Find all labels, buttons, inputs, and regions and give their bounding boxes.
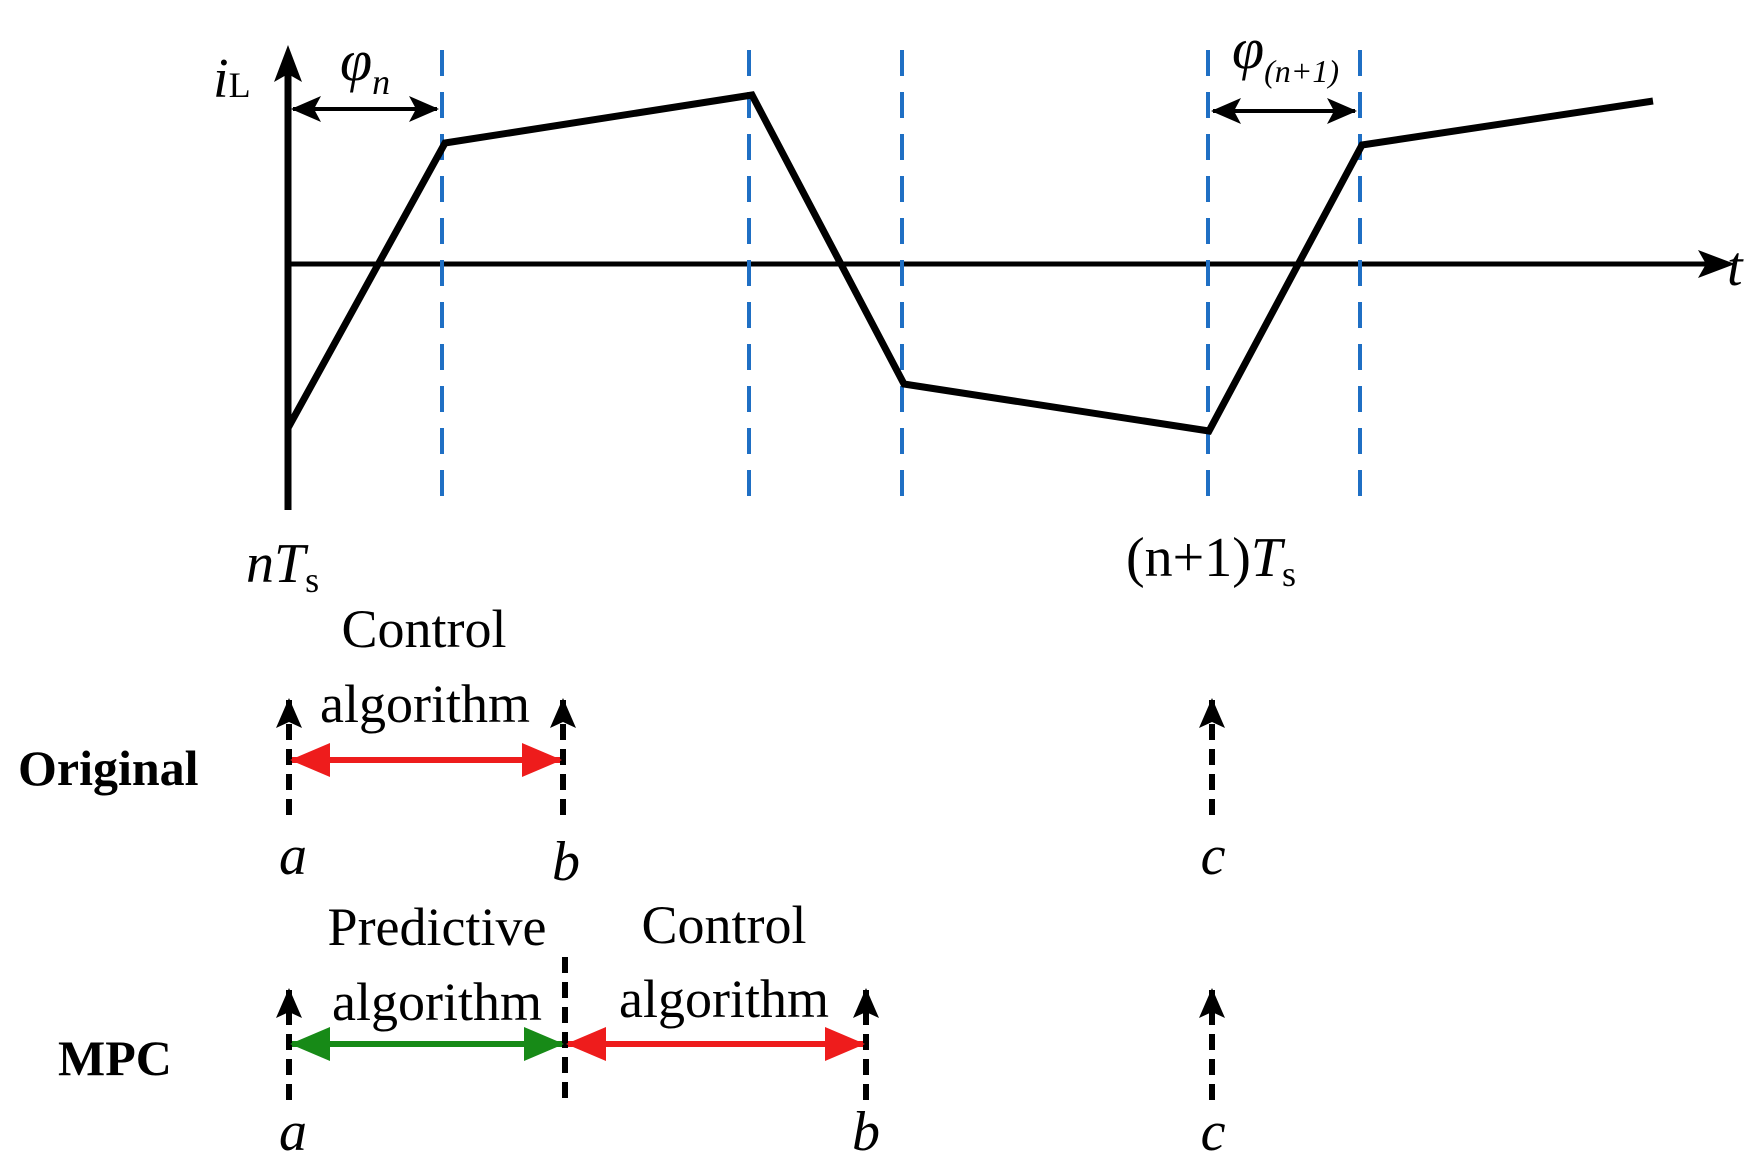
mpc-predictive-algorithm-line2: algorithm [332,972,542,1032]
mpc-point-a-label: a [279,1101,307,1163]
next-time-label: (n+1)Ts [1126,527,1296,594]
switching-markers [440,50,1362,512]
mpc-control-algorithm-line1: Control [641,895,806,955]
mpc-control-algorithm-line2: algorithm [619,969,829,1029]
original-row: Original Control algorithm a b c [18,599,1226,893]
time-axis-arrowhead [1698,250,1735,278]
original-point-b-label: b [552,831,580,893]
time-axis-label: t [1727,236,1744,298]
phi-n-label: φn [340,28,390,102]
y-axis-label: iL [213,48,251,110]
waveform-chart: iL t φn φ(n+1) nTs (n+1)Ts [213,16,1744,600]
phi-n1-label: φ(n+1) [1232,16,1339,89]
mpc-point-c-label: c [1201,1101,1226,1163]
mpc-row-label: MPC [58,1030,172,1086]
y-axis-arrowhead [274,45,302,82]
mpc-row: MPC Predictive algorithm Control algorit… [58,895,1226,1163]
original-row-label: Original [18,740,199,796]
start-time-label: nTs [246,533,319,600]
original-control-algorithm-line2: algorithm [320,674,530,734]
original-point-a-label: a [279,825,307,887]
inductor-current-waveform [284,91,1654,435]
mpc-predictive-algorithm-line1: Predictive [328,897,547,957]
mpc-point-b-label: b [852,1101,880,1163]
original-point-c-label: c [1201,825,1226,887]
original-control-algorithm-line1: Control [341,599,506,659]
